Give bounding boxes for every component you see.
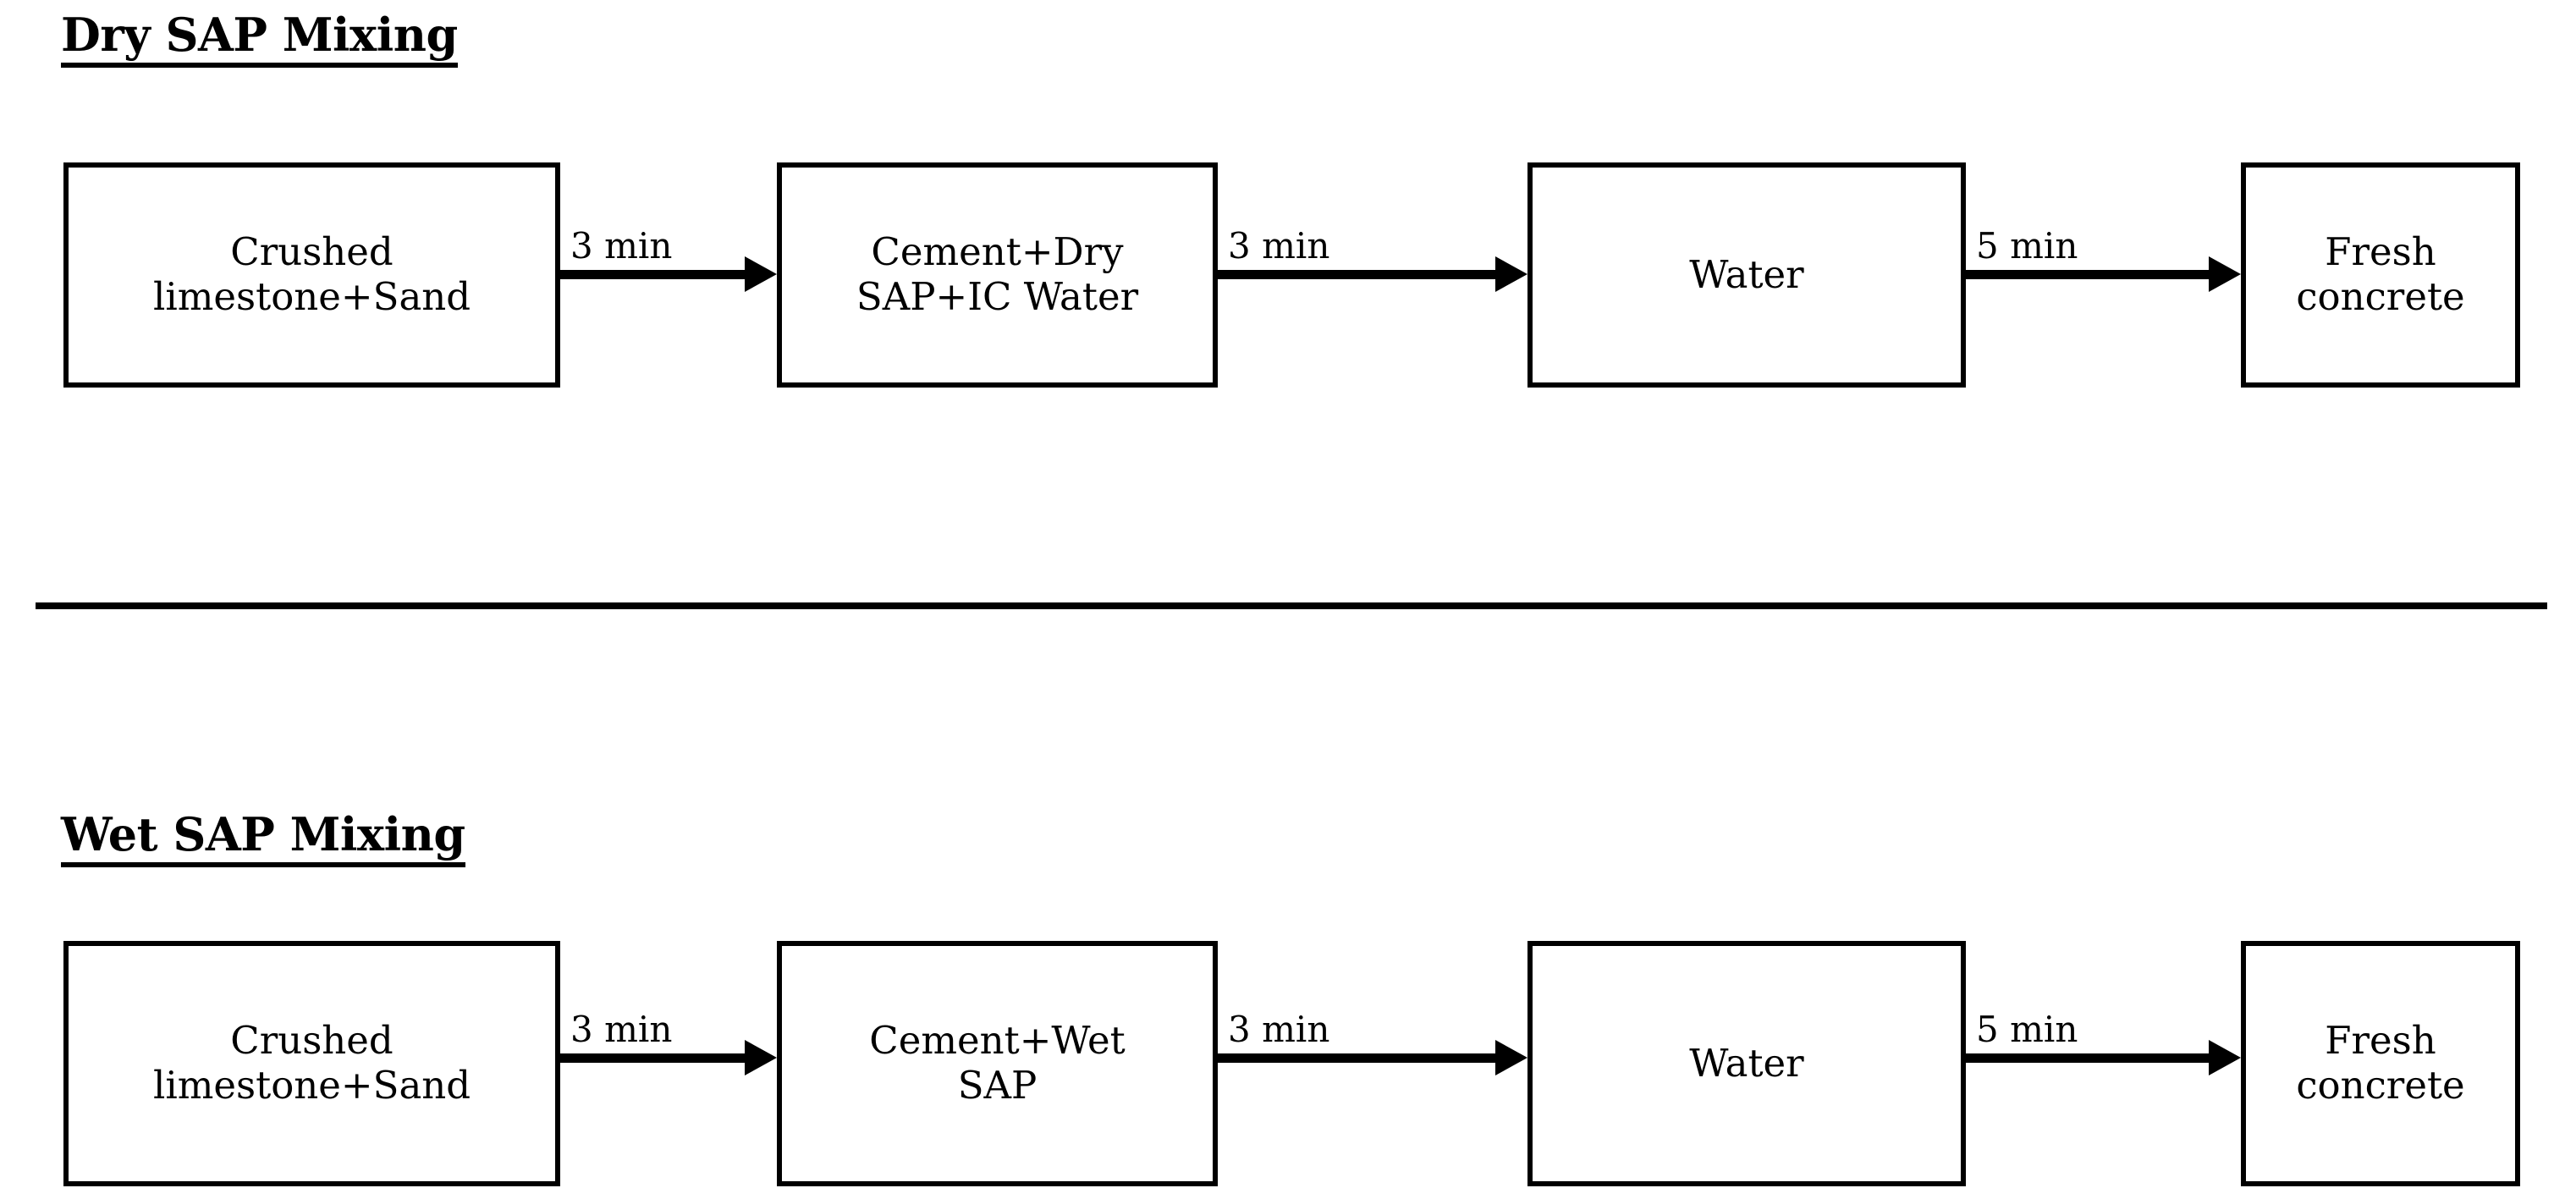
process-box-label: Fresh concrete xyxy=(2296,229,2465,319)
process-box-label: Fresh concrete xyxy=(2296,1018,2465,1108)
arrow-shaft xyxy=(560,270,745,279)
section-title-dry-sap-mixing: Dry SAP Mixing xyxy=(61,12,458,68)
arrow-shaft xyxy=(1218,1053,1495,1063)
arrow-duration-label: 3 min xyxy=(570,1009,673,1050)
arrow-shaft xyxy=(1966,270,2209,279)
process-box-cement-wet-sap: Cement+Wet SAP xyxy=(777,941,1218,1186)
flow-arrow-3: 5 min xyxy=(1966,1012,2241,1086)
process-box-water: Water xyxy=(1527,941,1966,1186)
arrow-duration-label: 3 min xyxy=(570,225,673,267)
process-flow-row-wet: Crushed limestone+Sand 3 min Cement+Wet … xyxy=(0,936,2576,1188)
process-box-water: Water xyxy=(1527,162,1966,388)
process-box-fresh-concrete: Fresh concrete xyxy=(2241,162,2520,388)
arrow-shaft xyxy=(1966,1053,2209,1063)
arrow-head-icon xyxy=(745,256,777,292)
arrow-head-icon xyxy=(2209,1040,2241,1075)
section-title-wet-sap-mixing: Wet SAP Mixing xyxy=(61,811,465,867)
process-box-label: Crushed limestone+Sand xyxy=(152,229,471,319)
process-box-label: Water xyxy=(1689,251,1804,297)
process-box-label: Crushed limestone+Sand xyxy=(152,1018,471,1108)
process-box-crushed-limestone-sand: Crushed limestone+Sand xyxy=(63,941,560,1186)
arrow-duration-label: 3 min xyxy=(1228,1009,1330,1050)
arrow-duration-label: 3 min xyxy=(1228,225,1330,267)
process-flow-row-dry: Crushed limestone+Sand 3 min Cement+Dry … xyxy=(0,157,2576,390)
arrow-head-icon xyxy=(2209,256,2241,292)
flow-arrow-3: 5 min xyxy=(1966,228,2241,303)
flow-arrow-1: 3 min xyxy=(560,228,777,303)
process-box-label: Water xyxy=(1689,1040,1804,1086)
arrow-duration-label: 5 min xyxy=(1976,1009,2078,1050)
arrow-shaft xyxy=(560,1053,745,1063)
arrow-head-icon xyxy=(745,1040,777,1075)
arrow-duration-label: 5 min xyxy=(1976,225,2078,267)
arrow-head-icon xyxy=(1495,256,1527,292)
process-box-fresh-concrete: Fresh concrete xyxy=(2241,941,2520,1186)
process-box-cement-dry-sap-ic-water: Cement+Dry SAP+IC Water xyxy=(777,162,1218,388)
flow-arrow-2: 3 min xyxy=(1218,228,1527,303)
arrow-head-icon xyxy=(1495,1040,1527,1075)
arrow-shaft xyxy=(1218,270,1495,279)
process-box-label: Cement+Dry SAP+IC Water xyxy=(856,229,1139,319)
process-box-label: Cement+Wet SAP xyxy=(869,1018,1126,1108)
process-box-crushed-limestone-sand: Crushed limestone+Sand xyxy=(63,162,560,388)
flow-arrow-1: 3 min xyxy=(560,1012,777,1086)
flow-arrow-2: 3 min xyxy=(1218,1012,1527,1086)
section-divider xyxy=(36,602,2547,609)
